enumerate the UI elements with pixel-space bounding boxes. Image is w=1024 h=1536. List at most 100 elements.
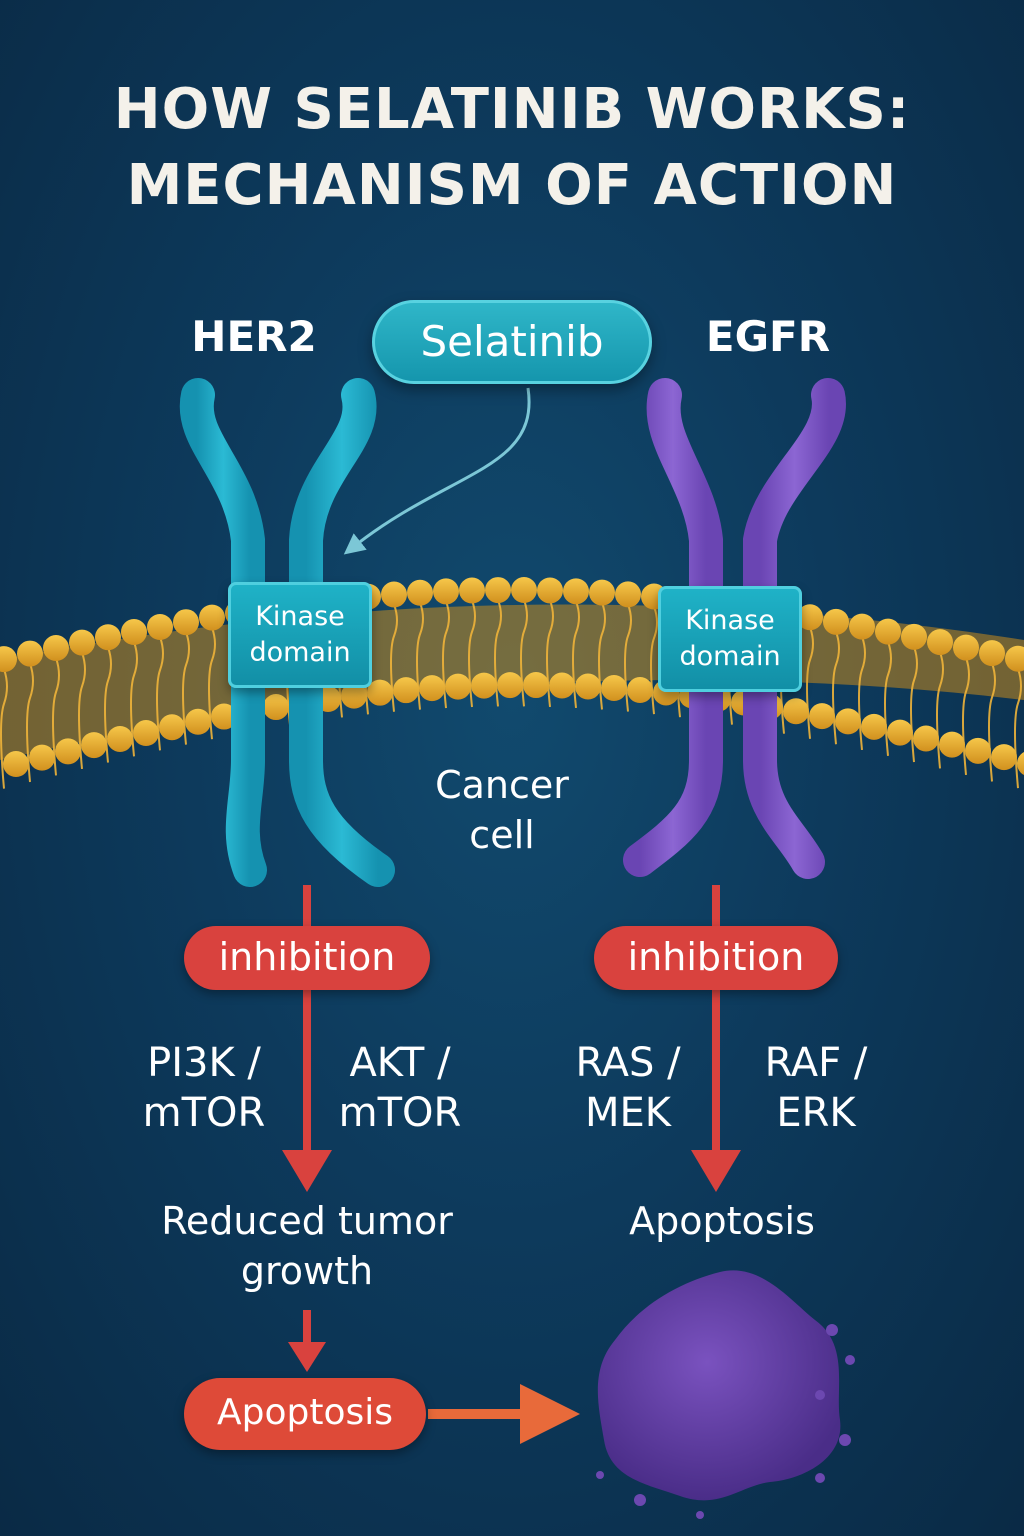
reduced-tumor-growth-label: Reduced tumor growth: [112, 1196, 502, 1296]
phospholipid-head: [991, 744, 1017, 771]
akt-mtor-label: AKT / mTOR: [320, 1038, 480, 1138]
pathway-line-2: mTOR: [142, 1090, 266, 1136]
lipid-tail: [156, 636, 164, 751]
phospholipid-head: [133, 720, 159, 747]
lipid-tail: [104, 646, 112, 763]
dying-cell-icon: [596, 1270, 855, 1519]
egfr-left-arm: [623, 378, 723, 877]
dying-cell-body: [597, 1270, 841, 1501]
phospholipid-head: [147, 614, 173, 641]
her2-left-arm: [179, 378, 267, 887]
lipid-tail: [78, 652, 86, 770]
lipid-tail: [26, 663, 34, 783]
phospholipid-head: [835, 708, 861, 735]
cell-fragment: [696, 1511, 704, 1519]
apoptosis-to-cell-arrowhead: [520, 1384, 580, 1444]
phospholipid-head: [1005, 645, 1024, 672]
phospholipid-head: [81, 732, 107, 759]
lipid-tail: [182, 631, 190, 745]
cell-fragment: [845, 1355, 855, 1365]
her2-label: HER2: [191, 312, 317, 361]
lipid-tail: [130, 641, 138, 757]
pathway-line-1: RAS /: [575, 1040, 681, 1086]
right-arrowhead-outcome: [691, 1150, 741, 1192]
lipid-tail: [442, 601, 450, 709]
egfr-right-arm: [743, 378, 846, 879]
phospholipid-head: [537, 577, 563, 604]
phospholipid-head: [341, 682, 367, 709]
phospholipid-head: [43, 635, 69, 662]
lipid-tail: [52, 657, 60, 776]
phospholipid-head: [17, 640, 43, 667]
kinase-label-line-2: domain: [679, 641, 781, 672]
phospholipid-head: [3, 751, 29, 778]
phospholipid-head: [419, 675, 445, 702]
egfr-receptor: [623, 378, 846, 879]
phospholipid-head: [797, 604, 823, 631]
phospholipid-head: [459, 577, 485, 604]
lipid-tail: [624, 604, 632, 712]
lipid-tail: [520, 599, 528, 707]
pathway-line-2: ERK: [776, 1090, 856, 1136]
phospholipid-head: [485, 577, 511, 604]
cancer-cell-line-1: Cancer: [435, 763, 569, 807]
phospholipid-head: [69, 629, 95, 656]
ras-mek-label: RAS / MEK: [548, 1038, 708, 1138]
kinase-label-line-2: domain: [249, 637, 351, 668]
phospholipid-head: [1017, 751, 1024, 776]
right-apoptosis-label: Apoptosis: [629, 1199, 815, 1243]
phospholipid-head: [263, 694, 289, 721]
her2-kinase-domain: Kinase domain: [228, 582, 372, 688]
right-signal-arrows: [691, 885, 741, 1192]
phospholipid-head: [939, 731, 965, 758]
egfr-kinase-domain: Kinase domain: [658, 586, 802, 692]
title-line-1: HOW SELATINIB WORKS:: [113, 77, 911, 142]
phospholipid-head: [121, 619, 147, 646]
her2-receptor: [179, 378, 395, 887]
phospholipid-head: [367, 679, 393, 706]
left-signal-arrows: [282, 885, 580, 1444]
pathway-line-1: RAF /: [764, 1040, 868, 1086]
phospholipid-head: [29, 744, 55, 771]
cancer-cell-label: Cancer cell: [392, 760, 612, 860]
kinase-label-line-1: Kinase: [685, 605, 775, 636]
phospholipid-head: [95, 624, 121, 651]
phospholipid-head: [927, 629, 953, 656]
left-inhibition-pill: inhibition: [184, 926, 430, 990]
pathway-line-1: PI3K /: [147, 1040, 261, 1086]
phospholipid-head: [173, 609, 199, 636]
phospholipid-head: [107, 725, 133, 752]
pathway-line-1: AKT /: [349, 1040, 451, 1086]
phospholipid-head: [0, 646, 17, 673]
lipid-tail: [0, 668, 8, 789]
phospholipid-head: [849, 613, 875, 640]
right-inhibition-pill: inhibition: [594, 926, 838, 990]
lipid-tail: [416, 602, 424, 710]
selatinib-pill: Selatinib: [372, 300, 652, 384]
phospholipid-head: [523, 672, 549, 699]
lipid-tail: [468, 600, 476, 708]
cell-fragment: [826, 1324, 838, 1336]
phospholipid-head: [615, 581, 641, 608]
lipid-tail: [494, 599, 502, 707]
page-title: HOW SELATINIB WORKS: MECHANISM OF ACTION: [0, 72, 1024, 224]
cell-fragment: [815, 1473, 825, 1483]
phospholipid-head: [601, 675, 627, 702]
phospholipid-head: [953, 634, 979, 661]
phospholipid-head: [913, 725, 939, 752]
title-line-2: MECHANISM OF ACTION: [126, 153, 898, 218]
phospholipid-head: [55, 738, 81, 765]
pathway-line-2: MEK: [584, 1090, 671, 1136]
lipid-tail: [598, 602, 606, 710]
left-arrowhead-apoptosis: [288, 1342, 326, 1372]
phospholipid-head: [393, 677, 419, 704]
phospholipid-head: [823, 608, 849, 635]
cell-membrane: [0, 577, 1024, 789]
pi3k-mtor-label: PI3K / mTOR: [124, 1038, 284, 1138]
cell-fragment: [839, 1434, 851, 1446]
phospholipid-head: [549, 672, 575, 699]
cell-fragment: [596, 1471, 604, 1479]
lipid-tail: [546, 600, 554, 708]
pathway-line-2: mTOR: [338, 1090, 462, 1136]
